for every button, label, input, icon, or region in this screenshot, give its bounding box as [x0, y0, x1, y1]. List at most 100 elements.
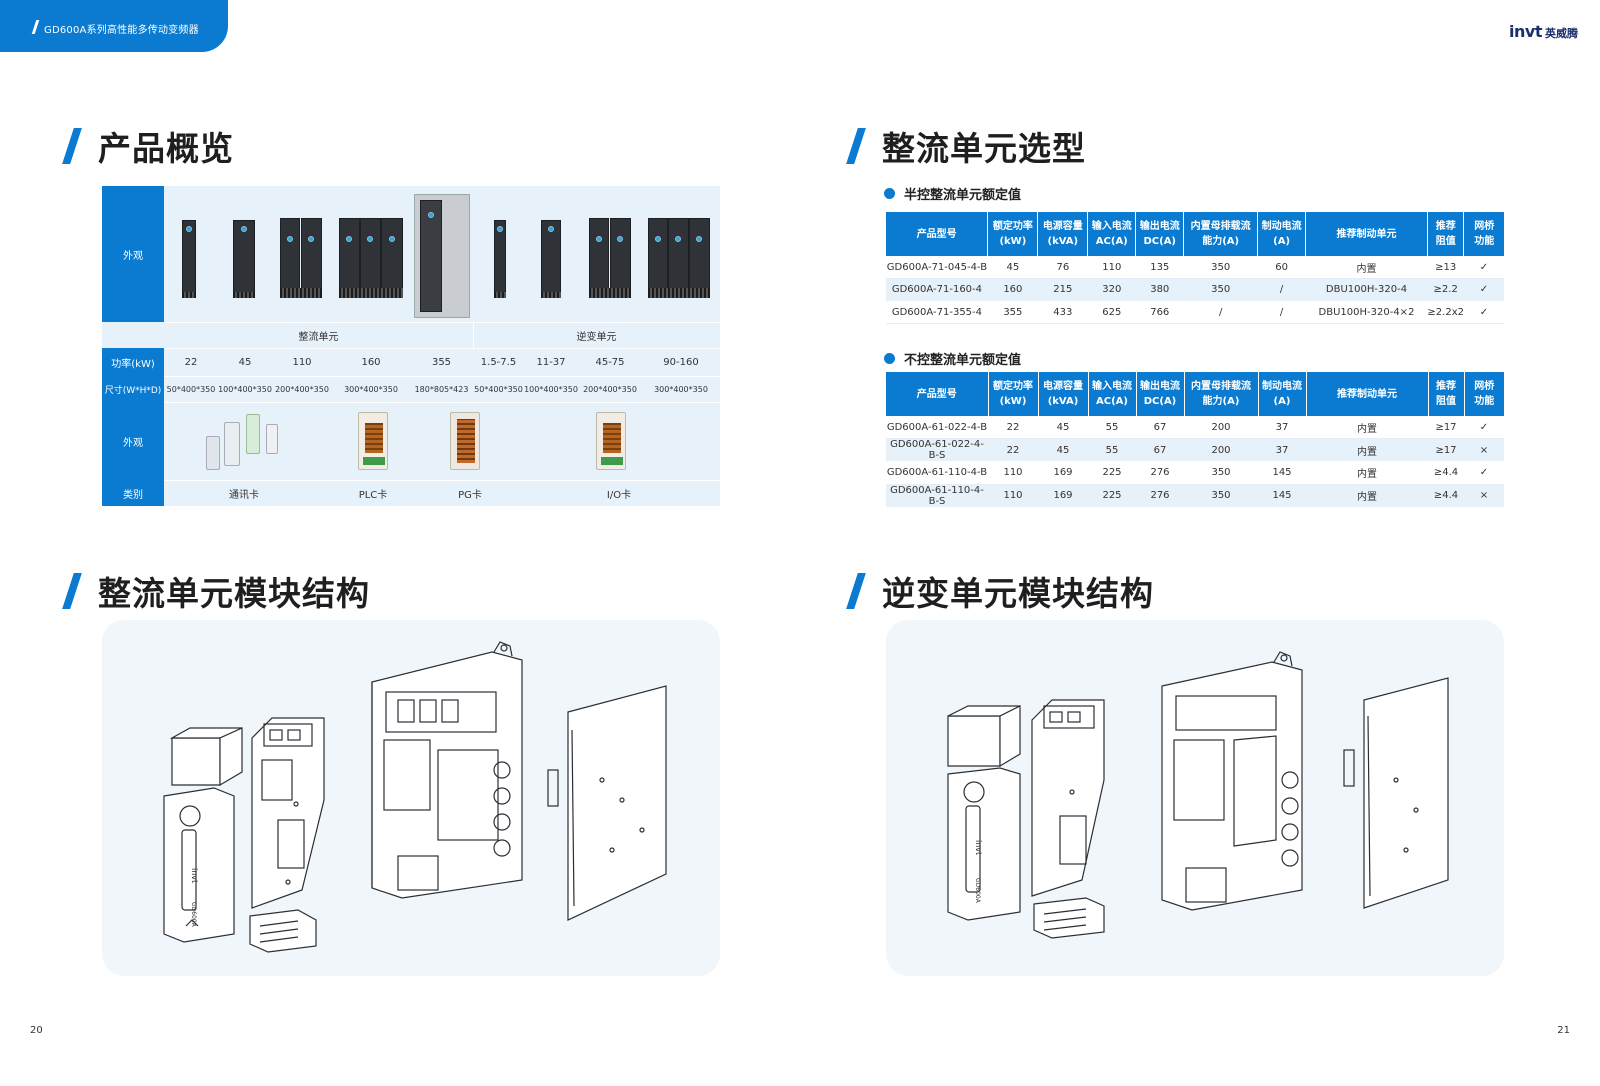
top-cover-part — [947, 705, 1021, 768]
title-slash-bar — [62, 573, 82, 609]
cell: 225 — [1088, 461, 1136, 485]
rectifier-selection-title: 整流单元选型 — [846, 122, 1086, 170]
fan-box-part — [1033, 897, 1105, 939]
series-title: GD600A系列高性能多传动变频器 — [44, 25, 199, 36]
cell: 110 — [988, 461, 1038, 485]
io-card-image — [596, 412, 626, 470]
heatsink-plate-part — [547, 685, 667, 921]
cell: / — [1257, 278, 1306, 302]
cell: ≥4.4 — [1428, 461, 1464, 485]
cell: 45 — [1038, 416, 1088, 439]
size-cell: 100*400*350 — [218, 384, 272, 394]
module-image-110kw — [280, 218, 322, 298]
power-cell: 90-160 — [663, 356, 699, 368]
bullet-dot — [884, 353, 895, 364]
cell: 225 — [1088, 484, 1136, 508]
row-label-appearance: 外观 — [102, 186, 164, 322]
group-label-inverter: 逆变单元 — [576, 331, 617, 343]
cell: 145 — [1258, 461, 1306, 485]
cell: 169 — [1038, 461, 1088, 485]
divider — [164, 348, 720, 349]
heatsink-plate-part — [1343, 677, 1449, 909]
power-cell: 1.5-7.5 — [480, 356, 517, 368]
row-label-category: 类别 — [102, 480, 164, 506]
col-header-brake-unit: 推荐制动单元 — [1305, 212, 1428, 256]
cell: 350 — [1184, 484, 1258, 508]
cell: ≥13 — [1427, 256, 1464, 279]
pg-card-image — [450, 412, 480, 470]
module-image-45kw — [233, 220, 255, 298]
cell: GD600A-61-022-4-B-S — [886, 438, 988, 462]
rectifier-structure-title: 整流单元模块结构 — [62, 567, 370, 615]
cell: GD600A-61-110-4-B — [886, 461, 988, 485]
page-number-right: 21 — [1557, 1025, 1570, 1036]
group-label-rectifier: 整流单元 — [298, 331, 339, 343]
main-body-part — [371, 641, 523, 899]
row-label-blank — [102, 322, 164, 348]
inverter-structure-area: invt GD600A — [886, 620, 1504, 976]
title-slash-bar — [846, 128, 866, 164]
cell: × — [1464, 484, 1504, 508]
size-cell: 300*400*350 — [344, 384, 398, 394]
cell: 169 — [1038, 484, 1088, 508]
cell: 215 — [1037, 278, 1088, 302]
category-comm-card: 通讯卡 — [229, 489, 259, 501]
cell: DBU100H-320-4×2 — [1305, 301, 1428, 324]
cell: 110 — [1087, 256, 1136, 279]
cell: 320 — [1087, 278, 1136, 302]
cell: ≥4.4 — [1428, 484, 1464, 508]
cell: / — [1257, 301, 1306, 324]
cell: / — [1183, 301, 1258, 324]
size-cell: 200*400*350 — [583, 384, 637, 394]
power-cell: 45-75 — [595, 356, 625, 368]
col-header-busbar: 内置母排载流能力(A) — [1184, 372, 1259, 416]
logo-mark: invt — [1509, 22, 1542, 41]
row-label-size: 尺寸(W*H*D) — [102, 376, 164, 402]
divider — [164, 322, 720, 323]
cell: 55 — [1088, 438, 1136, 462]
brand-logo: invt 英威腾 — [1509, 22, 1578, 41]
plc-card-image — [358, 412, 388, 470]
col-header-brake-current: 制动电流(A) — [1257, 212, 1307, 256]
cell: 45 — [987, 256, 1038, 279]
cell: 766 — [1135, 301, 1184, 324]
cell: ≥17 — [1428, 438, 1464, 462]
fan-box-part — [249, 909, 317, 953]
page-number-left: 20 — [30, 1025, 43, 1036]
control-board-part — [251, 717, 325, 909]
size-cell: 50*400*350 — [166, 384, 216, 394]
top-cover-part — [169, 727, 243, 787]
front-cover-logo: invt — [190, 868, 199, 883]
module-image-1-5kw — [494, 220, 506, 298]
comm-card-image — [266, 424, 278, 454]
module-image-45kw-inverter — [589, 218, 631, 298]
comm-card-image — [246, 414, 260, 454]
logo-cn: 英威腾 — [1545, 27, 1578, 40]
row-label-power: 功率(kW) — [102, 348, 164, 376]
cell: 内置 — [1305, 256, 1428, 279]
bullet-dot — [884, 188, 895, 199]
size-cell: 180*805*423 — [414, 384, 469, 394]
cell: 276 — [1136, 484, 1184, 508]
cell: DBU100H-320-4 — [1305, 278, 1428, 302]
title-slash-bar — [62, 128, 82, 164]
cell: 350 — [1183, 278, 1258, 302]
cell: 200 — [1184, 416, 1258, 439]
power-cell: 11-37 — [536, 356, 566, 368]
module-image-160kw — [339, 218, 403, 298]
cell: 76 — [1037, 256, 1088, 279]
inverter-structure-title: 逆变单元模块结构 — [846, 567, 1154, 615]
category-plc-card: PLC卡 — [358, 489, 388, 501]
power-cell: 110 — [292, 356, 312, 368]
cell: 350 — [1184, 461, 1258, 485]
cell: ✓ — [1463, 301, 1504, 324]
cell: 355 — [987, 301, 1038, 324]
